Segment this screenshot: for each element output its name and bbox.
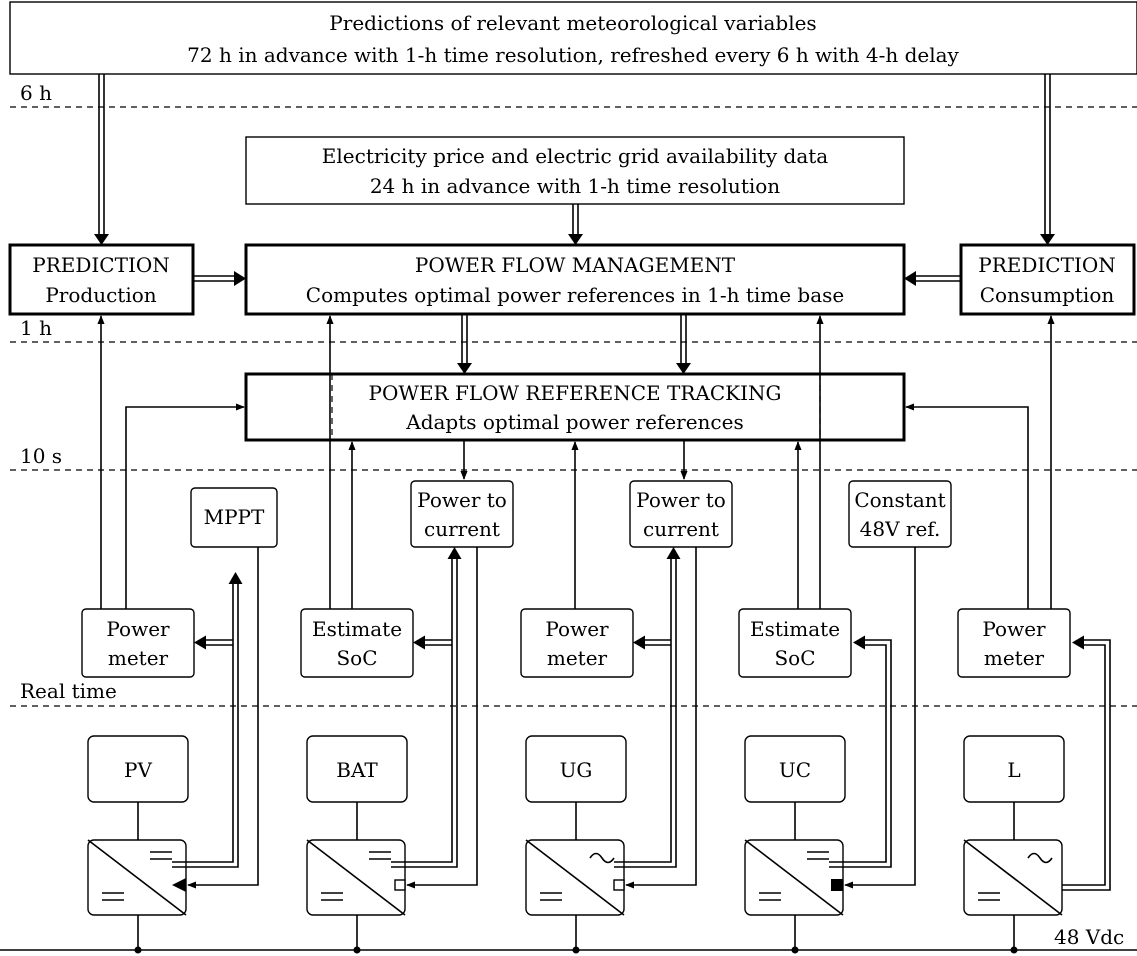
meteo-title: Predictions of relevant meteorological v…	[329, 11, 816, 35]
converter-l	[963, 839, 1063, 916]
converter-pv	[87, 839, 187, 916]
level-label-1h: 1 h	[20, 316, 52, 340]
power-meter-1-line2: meter	[108, 646, 169, 670]
level-label-realtime: Real time	[20, 679, 117, 703]
pv-label: PV	[124, 758, 152, 782]
power-flow-management-title: POWER FLOW MANAGEMENT	[415, 253, 736, 277]
mppt-label: MPPT	[204, 505, 265, 529]
power-to-current-1-line2: current	[424, 517, 500, 541]
ug-label: UG	[560, 758, 593, 782]
estimate-soc-1-line1: Estimate	[312, 617, 402, 641]
power-flow-reference-tracking-title: POWER FLOW REFERENCE TRACKING	[369, 381, 782, 405]
converter-uc-input-marker	[831, 879, 843, 891]
price-box	[245, 136, 905, 205]
power-meter-box-2	[520, 608, 634, 678]
prediction-production-box	[8, 243, 195, 316]
power-meter-box-3	[957, 608, 1071, 678]
bat-label: BAT	[336, 758, 378, 782]
converter-pv-input-marker	[172, 878, 186, 892]
power-to-current-2-line2: current	[643, 517, 719, 541]
power-to-current-box-1	[410, 480, 514, 548]
estimate-soc-box-2	[738, 608, 852, 678]
power-meter-3-line2: meter	[984, 646, 1045, 670]
prediction-production-title: PREDICTION	[32, 253, 170, 277]
converter-ug-input-marker	[613, 879, 625, 891]
signal-lines	[97, 315, 1055, 889]
power-flow-reference-tracking-box	[244, 372, 906, 442]
power-flow-management-box	[244, 243, 906, 316]
power-flow-reference-tracking-subtitle: Adapts optimal power references	[405, 410, 743, 434]
estimate-soc-1-line2: SoC	[336, 646, 377, 670]
double-arrows-top	[94, 74, 1055, 374]
mppt-box	[190, 487, 278, 548]
meteo-subtitle: 72 h in advance with 1-h time resolution…	[187, 43, 959, 67]
price-title: Electricity price and electric grid avai…	[322, 144, 828, 168]
converter-ug	[525, 839, 625, 916]
uc-label: UC	[779, 758, 811, 782]
estimate-soc-2-line1: Estimate	[750, 617, 840, 641]
converter-uc	[744, 839, 844, 916]
constant-48v-line2: 48V ref.	[860, 517, 941, 541]
power-to-current-2-line1: Power to	[636, 488, 726, 512]
power-meter-2-line2: meter	[547, 646, 608, 670]
estimate-soc-2-line2: SoC	[774, 646, 815, 670]
power-meter-2-line1: Power	[545, 617, 609, 641]
power-meter-1-line1: Power	[106, 617, 170, 641]
bus-connections	[134, 802, 1018, 954]
prediction-consumption-label: Consumption	[980, 283, 1115, 307]
power-flow-management-subtitle: Computes optimal power references in 1-h…	[306, 283, 844, 307]
l-label: L	[1007, 758, 1020, 782]
constant-48v-line1: Constant	[854, 488, 945, 512]
level-label-10s: 10 s	[20, 444, 62, 468]
power-meter-box-1	[81, 608, 195, 678]
power-to-current-1-line1: Power to	[417, 488, 507, 512]
estimate-soc-box-1	[300, 608, 414, 678]
prediction-consumption-title: PREDICTION	[978, 253, 1116, 277]
prediction-production-label: Production	[45, 283, 156, 307]
converter-bat-input-marker	[394, 879, 406, 891]
price-subtitle: 24 h in advance with 1-h time resolution	[370, 174, 780, 198]
power-to-current-box-2	[629, 480, 733, 548]
measurement-double-lines	[172, 547, 1111, 891]
converter-bat	[306, 839, 406, 916]
constant-48v-box	[848, 480, 952, 548]
level-label-6h: 6 h	[20, 81, 52, 105]
meteo-box	[9, 1, 1137, 75]
power-meter-3-line1: Power	[982, 617, 1046, 641]
dc-bus-label: 48 Vdc	[1054, 925, 1124, 949]
